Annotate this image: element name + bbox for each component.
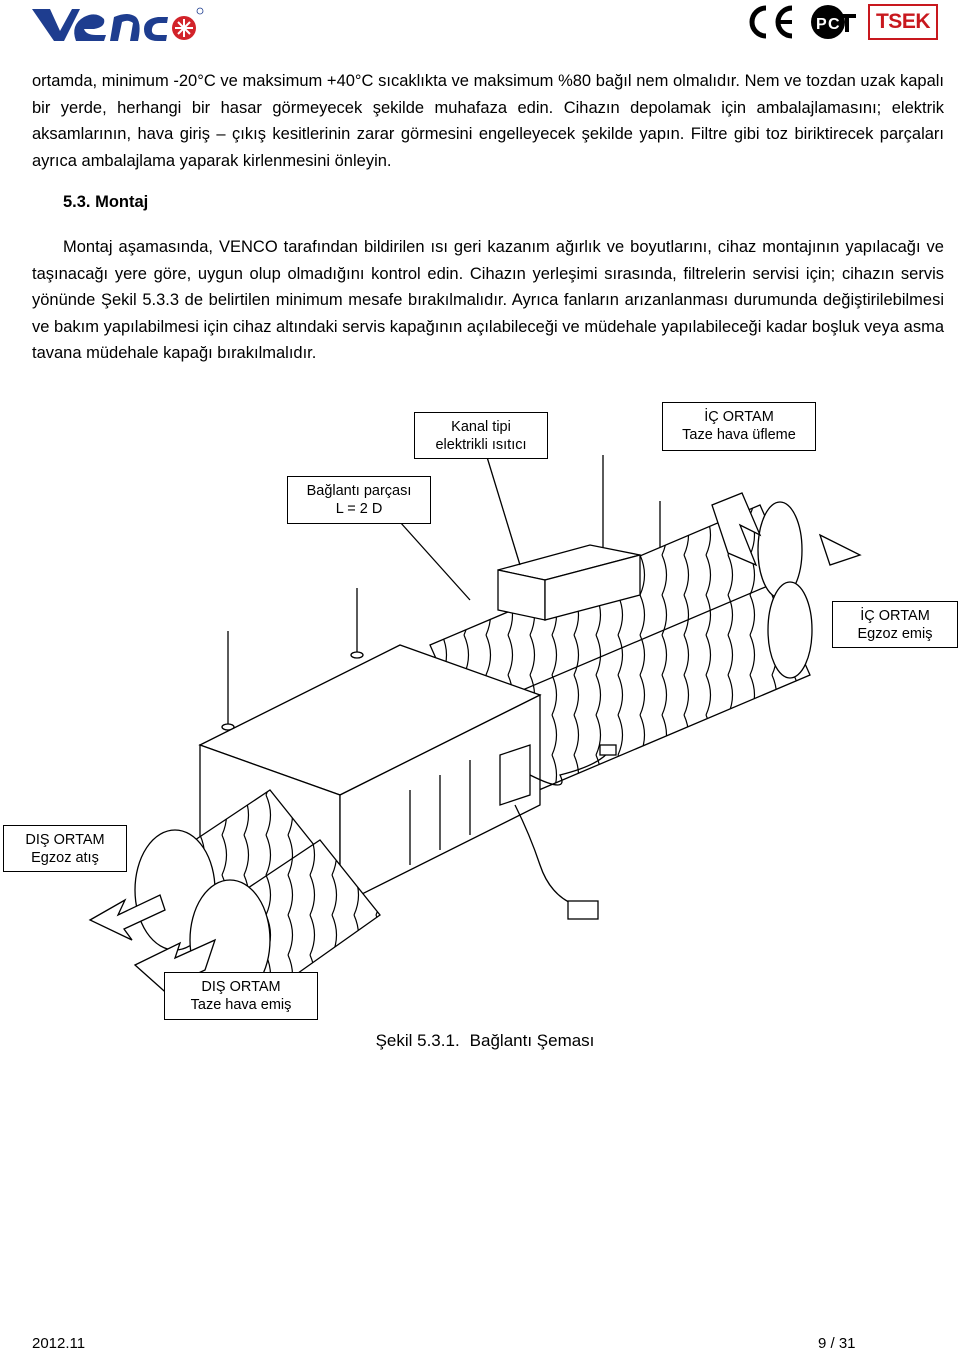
label-connector: Bağlantı parçası L = 2 D: [287, 476, 431, 524]
paragraph-installation: Montaj aşamasında, VENCO tarafından bild…: [32, 238, 944, 362]
figure-number: Şekil 5.3.1.: [375, 1031, 460, 1050]
label-connector-line2: L = 2 D: [335, 501, 383, 517]
svg-text:P: P: [816, 16, 827, 33]
venco-logo: [32, 7, 204, 41]
tsek-mark: TSEK: [867, 4, 938, 40]
label-duct-heater: Kanal tipi elektrikli ısıtıcı: [414, 412, 548, 459]
label-outdoor-fresh: DIŞ ORTAM Taze hava emiş: [164, 972, 318, 1020]
label-duct-heater-line1: Kanal tipi: [451, 419, 511, 435]
connection-diagram-drawing: [88, 455, 862, 1001]
label-outdoor-fresh-line1: DIŞ ORTAM: [201, 979, 281, 995]
ce-mark-icon: [749, 5, 793, 39]
figure-title: Bağlantı Şeması: [469, 1031, 595, 1050]
pct-mark-icon: P C: [810, 5, 856, 39]
svg-text:C: C: [828, 16, 840, 33]
label-outdoor-fresh-line2: Taze hava emiş: [190, 997, 292, 1013]
label-outdoor-exhaust: DIŞ ORTAM Egzoz atış: [3, 825, 127, 872]
connection-diagram: Kanal tipi elektrikli ısıtıcı İÇ ORTAM T…: [0, 395, 960, 1020]
label-connector-line1: Bağlantı parçası: [306, 483, 412, 499]
label-outdoor-exhaust-line1: DIŞ ORTAM: [25, 832, 105, 848]
label-outdoor-exhaust-line2: Egzoz atış: [31, 850, 99, 866]
label-indoor-supply-line2: Taze hava üfleme: [682, 427, 796, 443]
label-duct-heater-line2: elektrikli ısıtıcı: [435, 437, 527, 453]
label-indoor-supply-line1: İÇ ORTAM: [704, 409, 774, 425]
paragraph-storage: ortamda, minimum -20°C ve maksimum +40°C…: [32, 72, 944, 170]
certification-marks: P C TSEK: [742, 2, 938, 42]
label-indoor-exhaust-line1: İÇ ORTAM: [860, 608, 930, 624]
label-indoor-exhaust-line2: Egzoz emiş: [857, 626, 933, 642]
figure-caption: Şekil 5.3.1. Bağlantı Şeması: [0, 1031, 960, 1051]
footer-date: 2012.11: [32, 1335, 86, 1352]
label-indoor-supply: İÇ ORTAM Taze hava üfleme: [662, 402, 816, 451]
section-heading: 5.3. Montaj: [63, 193, 149, 211]
label-indoor-exhaust: İÇ ORTAM Egzoz emiş: [832, 601, 958, 648]
footer-page-number: 9 / 31: [818, 1335, 856, 1352]
